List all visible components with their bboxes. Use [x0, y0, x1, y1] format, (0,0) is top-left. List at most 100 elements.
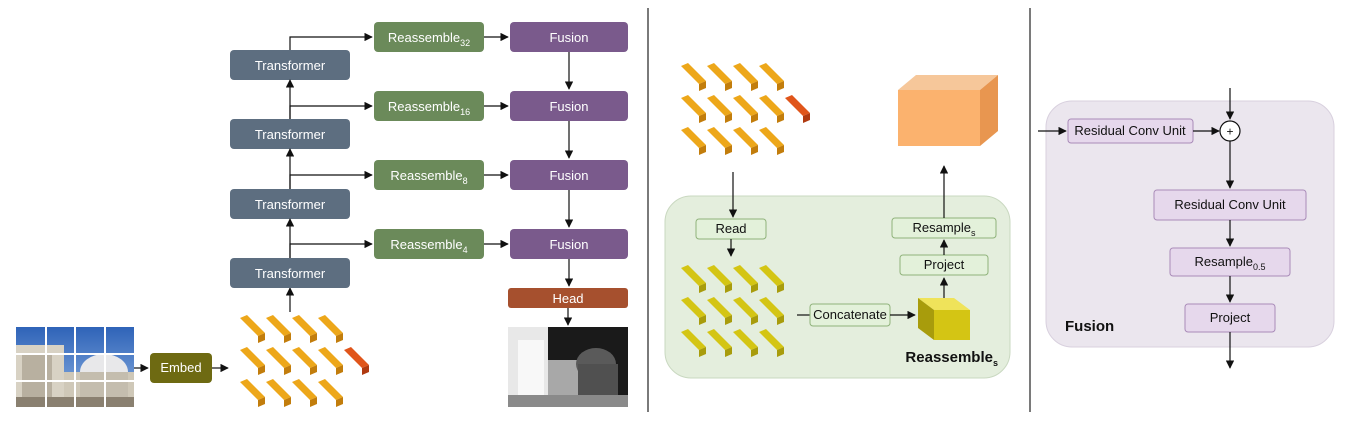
token-side — [751, 81, 758, 91]
token-side — [803, 113, 810, 123]
token-side — [751, 145, 758, 155]
token — [759, 127, 784, 148]
token — [707, 329, 732, 350]
token-grid-read — [681, 265, 784, 357]
token-side — [751, 315, 758, 325]
fusion-label: Fusion — [549, 237, 588, 252]
resample-label: Resample — [912, 220, 971, 235]
token-side — [284, 333, 291, 343]
transformer-label: Transformer — [255, 266, 326, 281]
token — [318, 379, 343, 400]
token-side — [284, 365, 291, 375]
token — [785, 95, 810, 116]
token — [240, 315, 265, 336]
read-block: Read — [695, 218, 767, 240]
token-side — [777, 315, 784, 325]
token — [266, 379, 291, 400]
token — [733, 95, 758, 116]
transformer-label: Transformer — [255, 58, 326, 73]
fusion-label: Fusion — [549, 30, 588, 45]
transformer-label: Transformer — [255, 127, 326, 142]
token-side — [751, 283, 758, 293]
token-side — [310, 333, 317, 343]
token — [681, 265, 706, 286]
token — [344, 347, 369, 368]
token-side — [725, 347, 732, 357]
token — [266, 315, 291, 336]
token-side — [699, 145, 706, 155]
read-label: Read — [715, 221, 746, 236]
left-panel: Embed Transformer Transformer Transforme… — [16, 22, 628, 407]
plus-symbol: + — [1226, 125, 1233, 139]
project-block-fusion: Project — [1184, 303, 1276, 333]
reassemble-label: Reassemble — [390, 168, 462, 183]
svg-text:Reassemble4: Reassemble4 — [390, 237, 467, 255]
transformer-label: Transformer — [255, 197, 326, 212]
project-label: Project — [924, 257, 965, 272]
reassemble-panel — [664, 195, 1011, 379]
transformer-3: Transformer — [230, 189, 350, 219]
fusion-label: Fusion — [549, 168, 588, 183]
reassemble-4: Reassemble4 — [374, 229, 484, 259]
add-node: + — [1219, 120, 1241, 142]
fusion-panel — [1045, 100, 1335, 348]
resample-0.5-block: Resample0.5 — [1169, 247, 1291, 277]
right-panel: Residual Conv Unit + Residual Conv Unit … — [1038, 88, 1335, 369]
token — [759, 329, 784, 350]
reassemble-scale: 16 — [460, 107, 470, 117]
token-side — [362, 365, 369, 375]
svg-text:Resample0.5: Resample0.5 — [1194, 254, 1265, 272]
token — [733, 127, 758, 148]
reassemble-16: Reassemble16 — [374, 91, 484, 121]
reassemble-scale: 32 — [460, 38, 470, 48]
project-label: Project — [1210, 310, 1251, 325]
fusion-3: Fusion — [510, 160, 628, 190]
token-side — [725, 113, 732, 123]
token-side — [258, 397, 265, 407]
token-side — [336, 397, 343, 407]
output-feature-cube — [898, 75, 998, 146]
token-side — [258, 365, 265, 375]
residual-conv-unit-2: Residual Conv Unit — [1153, 189, 1307, 221]
token — [681, 63, 706, 84]
svg-text:Reassemble8: Reassemble8 — [390, 168, 467, 186]
fusion-1: Fusion — [510, 22, 628, 52]
resample-scale: s — [971, 228, 976, 238]
token-side — [336, 333, 343, 343]
reassemble-scale: 4 — [463, 245, 468, 255]
token-side — [699, 113, 706, 123]
svg-text:Resamples: Resamples — [912, 220, 976, 238]
token — [707, 127, 732, 148]
transformer-2: Transformer — [230, 119, 350, 149]
token — [292, 315, 317, 336]
svg-text:Reassemble32: Reassemble32 — [388, 30, 470, 48]
input-image — [16, 327, 134, 407]
token — [681, 329, 706, 350]
token-side — [777, 347, 784, 357]
token — [759, 95, 784, 116]
token — [733, 329, 758, 350]
fusion-label: Fusion — [549, 99, 588, 114]
embed-block: Embed — [150, 353, 212, 383]
token-side — [258, 333, 265, 343]
reassemble-panel-title-sub: s — [993, 358, 998, 368]
reassemble-scale: 8 — [463, 176, 468, 186]
token — [733, 297, 758, 318]
project-block: Project — [899, 254, 989, 276]
residual-conv-unit-1: Residual Conv Unit — [1067, 118, 1194, 144]
reassemble-label: Reassemble — [390, 237, 462, 252]
token — [681, 297, 706, 318]
token — [759, 297, 784, 318]
token — [240, 379, 265, 400]
reassemble-8: Reassemble8 — [374, 160, 484, 190]
token — [292, 347, 317, 368]
reassemble-label: Reassemble — [388, 99, 460, 114]
token-side — [777, 283, 784, 293]
rcu-label: Residual Conv Unit — [1074, 123, 1186, 138]
token-side — [699, 81, 706, 91]
transformer-1: Transformer — [230, 50, 350, 80]
token-side — [310, 397, 317, 407]
concatenated-feature-cube — [918, 298, 970, 340]
token — [318, 347, 343, 368]
